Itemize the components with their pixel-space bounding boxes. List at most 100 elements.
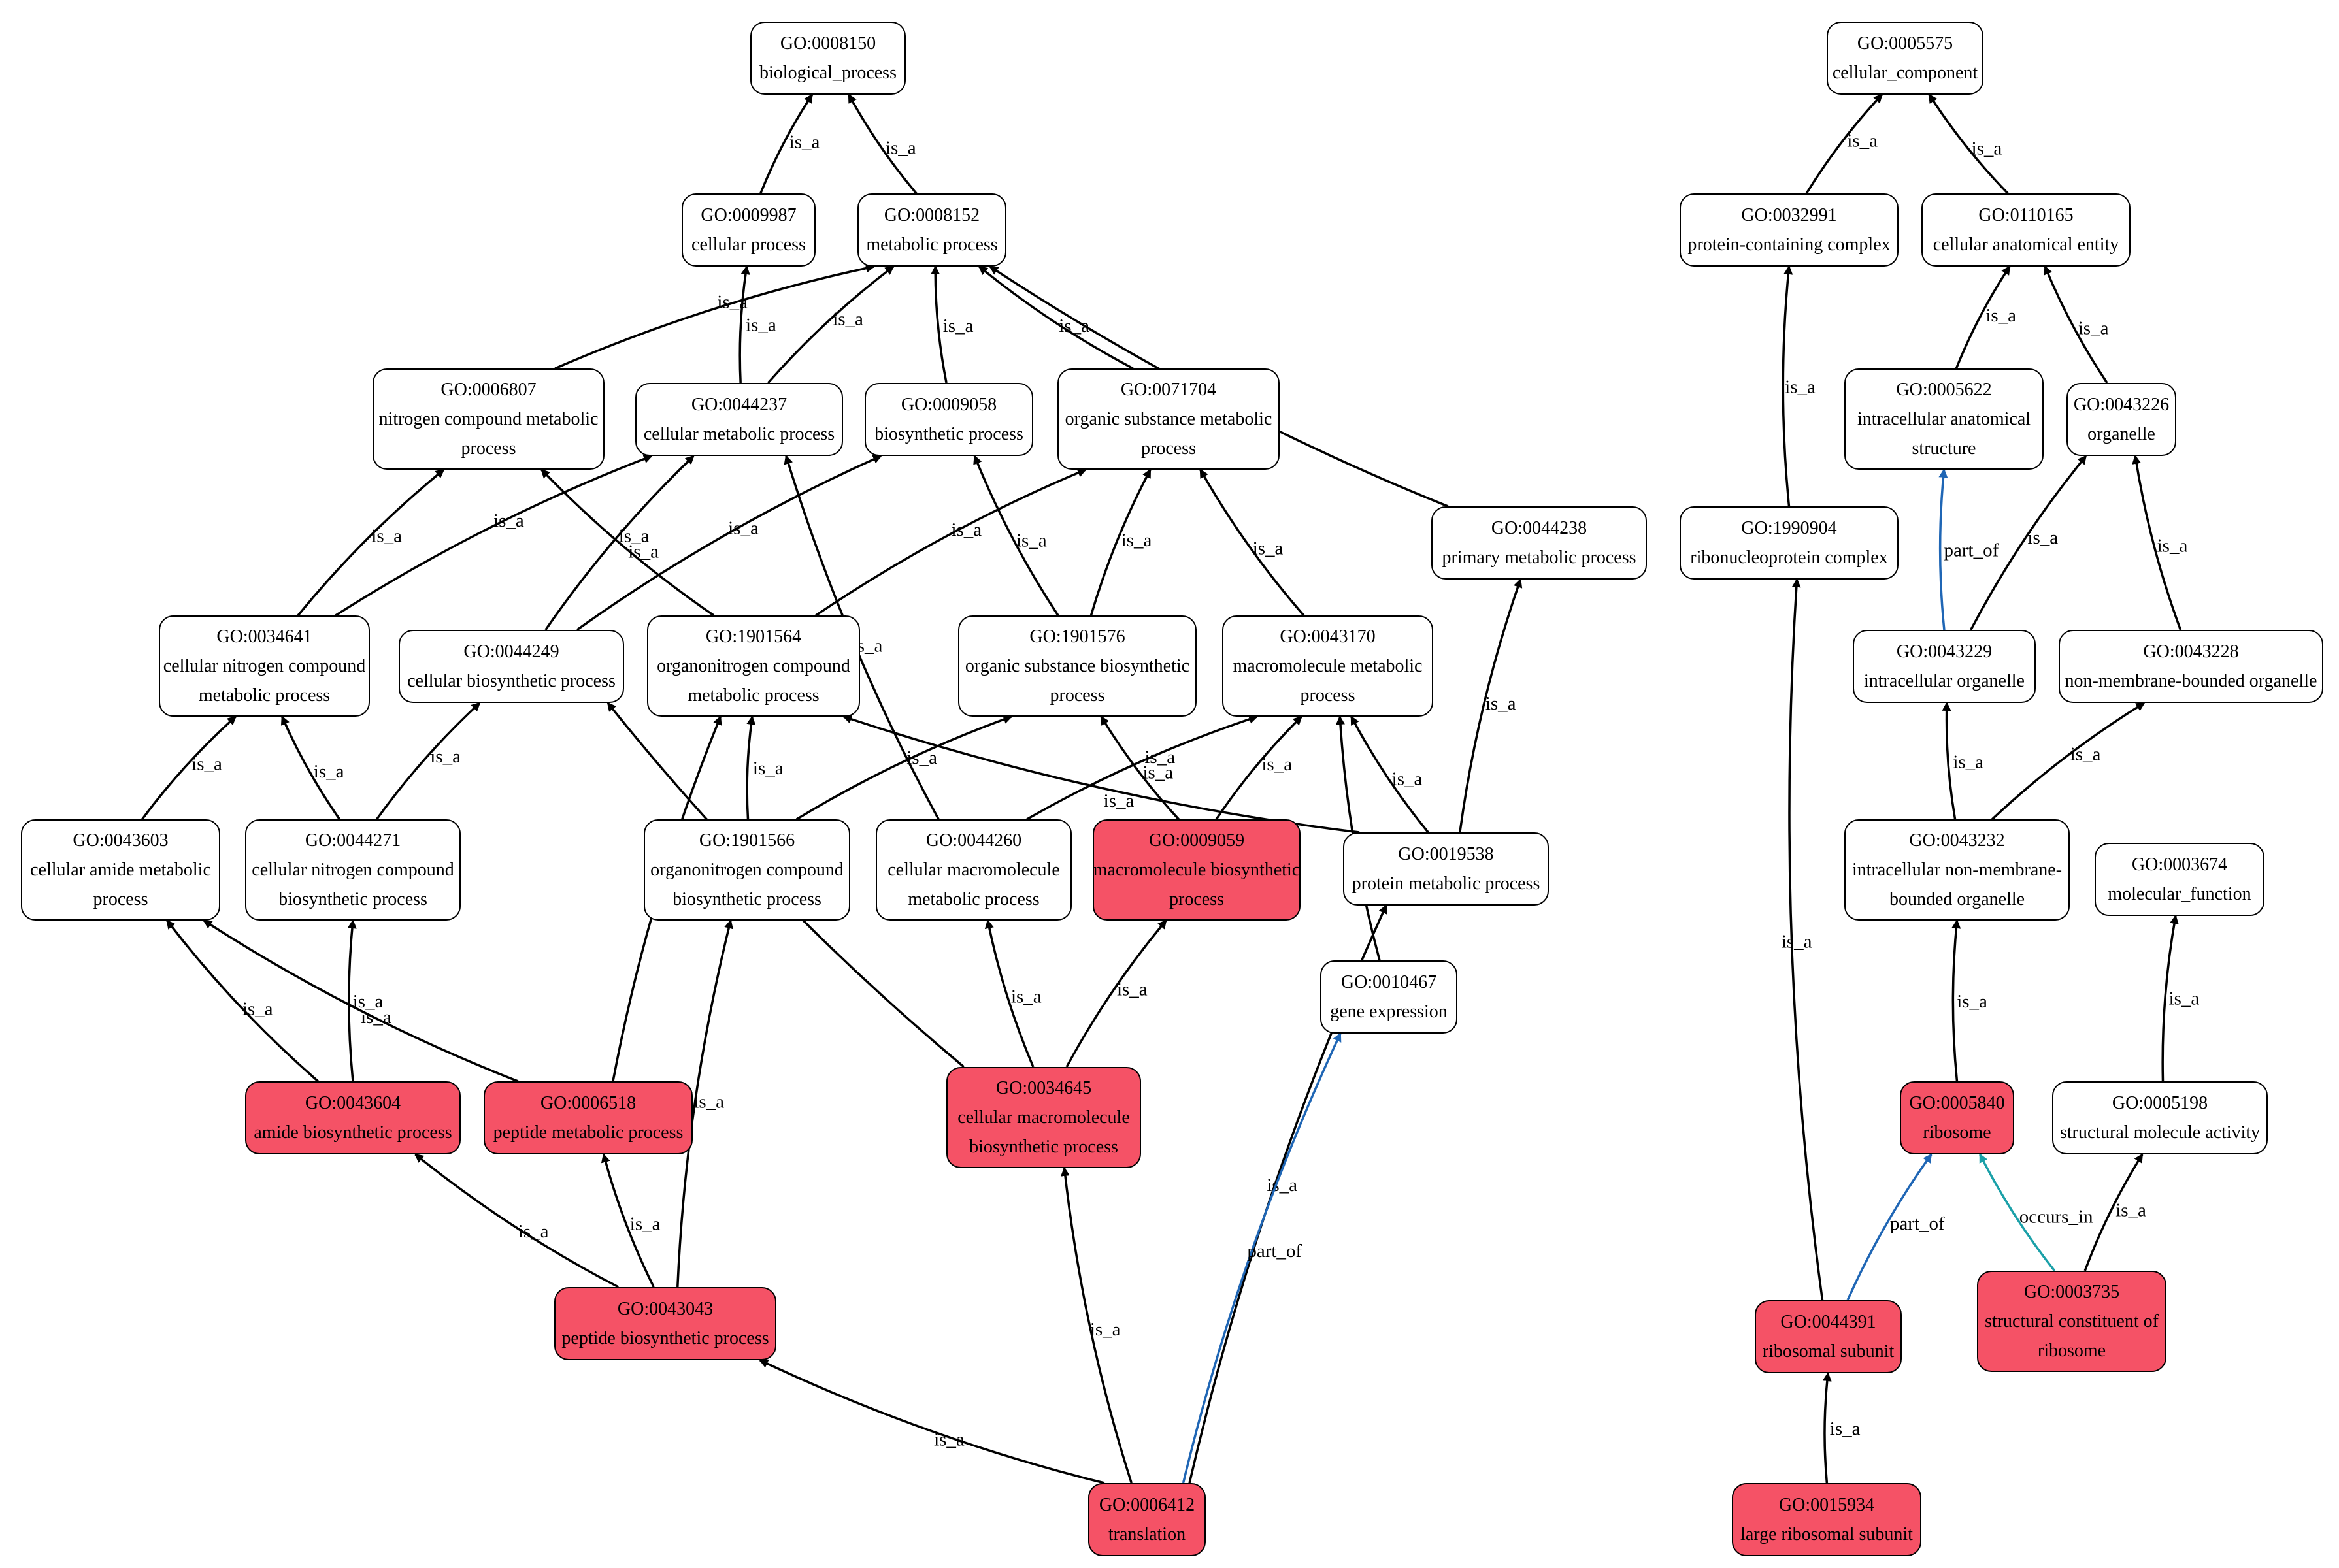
edge-is-a <box>335 454 653 617</box>
go-id: GO:1901566 <box>699 830 795 851</box>
edge-is-a <box>1065 919 1167 1068</box>
go-id: GO:0009058 <box>901 395 997 415</box>
go-node-0009059[interactable]: GO:0009059 macromolecule biosynthetic pr… <box>1093 819 1301 921</box>
edge-is-a <box>984 919 1035 1068</box>
go-term: bounded organelle <box>1889 889 2025 909</box>
edge-is-a <box>1942 702 1957 820</box>
go-term: metabolic process <box>198 685 331 706</box>
edge-is-a <box>347 919 357 1082</box>
go-node-0110165[interactable]: GO:0110165 cellular anatomical entity <box>1921 193 2131 267</box>
go-node-0005840[interactable]: GO:0005840 ribosome <box>1900 1081 2014 1154</box>
go-node-0005198[interactable]: GO:0005198 structural molecule activity <box>2052 1081 2268 1154</box>
go-node-0044271[interactable]: GO:0044271 cellular nitrogen compound bi… <box>245 819 461 921</box>
go-node-0043232[interactable]: GO:0043232 intracellular non-membrane- b… <box>1844 819 2070 921</box>
go-term: translation <box>1108 1524 1186 1544</box>
go-node-0043170[interactable]: GO:0043170 macromolecule metabolic proce… <box>1222 615 1433 717</box>
go-term: structural molecule activity <box>2059 1122 2261 1143</box>
edge-label: is_a <box>1485 693 1516 714</box>
edge-label: is_a <box>2078 318 2109 339</box>
go-node-0006412[interactable]: GO:0006412 translation <box>1088 1483 1206 1556</box>
go-term: primary metabolic process <box>1442 547 1636 568</box>
go-term: process <box>461 438 516 459</box>
go-node-0006807[interactable]: GO:0006807 nitrogen compound metabolic p… <box>373 368 605 470</box>
go-term: organic substance metabolic <box>1065 409 1272 429</box>
go-node-0043604[interactable]: GO:0043604 amide biosynthetic process <box>245 1081 461 1154</box>
edge-is-a <box>1459 578 1523 833</box>
go-term: organonitrogen compound <box>650 860 844 880</box>
go-node-0044249[interactable]: GO:0044249 cellular biosynthetic process <box>399 630 624 703</box>
go-node-0008152[interactable]: GO:0008152 metabolic process <box>857 193 1006 267</box>
edge-label: is_a <box>833 308 863 329</box>
go-node-0008150[interactable]: GO:0008150 biological_process <box>750 22 906 95</box>
edge-is-a <box>746 715 756 820</box>
go-node-0044391[interactable]: GO:0044391 ribosomal subunit <box>1755 1300 1902 1373</box>
go-term: peptide biosynthetic process <box>561 1328 769 1348</box>
go-term: large ribosomal subunit <box>1740 1524 1913 1544</box>
go-term: gene expression <box>1330 1002 1448 1022</box>
go-node-0034641[interactable]: GO:0034641 cellular nitrogen compound me… <box>159 615 370 717</box>
go-id: GO:0009987 <box>701 205 797 225</box>
go-node-1901576[interactable]: GO:1901576 organic substance biosyntheti… <box>958 615 1197 717</box>
edge-label: part_of <box>1247 1241 1302 1262</box>
go-node-0019538[interactable]: GO:0019538 protein metabolic process <box>1343 832 1549 906</box>
go-node-0005575[interactable]: GO:0005575 cellular_component <box>1827 22 1983 95</box>
edge-label: is_a <box>934 1429 965 1450</box>
go-node-0044238[interactable]: GO:0044238 primary metabolic process <box>1431 506 1647 580</box>
edge-is-a <box>738 265 750 384</box>
go-node-1990904[interactable]: GO:1990904 ribonucleoprotein complex <box>1680 506 1899 580</box>
edge-label: part_of <box>1944 540 1999 561</box>
edge-label: is_a <box>1261 754 1292 775</box>
edge-is-a <box>1199 468 1305 617</box>
go-term: ribosomal subunit <box>1762 1341 1895 1362</box>
edge-is-a <box>203 919 519 1083</box>
go-node-0009987[interactable]: GO:0009987 cellular process <box>682 193 816 267</box>
go-node-0032991[interactable]: GO:0032991 protein-containing complex <box>1680 193 1899 267</box>
go-node-0043043[interactable]: GO:0043043 peptide biosynthetic process <box>554 1287 776 1360</box>
go-id: GO:0043228 <box>2143 642 2239 662</box>
go-node-0043226[interactable]: GO:0043226 organelle <box>2066 383 2176 456</box>
go-term: biosynthetic process <box>672 889 821 909</box>
go-id: GO:0005575 <box>1857 33 1953 54</box>
go-node-0043229[interactable]: GO:0043229 intracellular organelle <box>1853 630 2036 703</box>
edge-is-a <box>1100 715 1180 821</box>
edge-label: is_a <box>1785 377 1816 398</box>
go-node-0003674[interactable]: GO:0003674 molecular_function <box>2095 843 2264 916</box>
go-node-0044237[interactable]: GO:0044237 cellular metabolic process <box>635 383 843 456</box>
go-term: cellular biosynthetic process <box>407 671 616 691</box>
go-node-0003735[interactable]: GO:0003735 structural constituent of rib… <box>1977 1271 2166 1372</box>
edge-is-a <box>815 468 1087 617</box>
go-term: biosynthetic process <box>874 424 1023 444</box>
go-node-0006518[interactable]: GO:0006518 peptide metabolic process <box>484 1081 693 1154</box>
go-node-0043228[interactable]: GO:0043228 non-membrane-bounded organell… <box>2059 630 2323 703</box>
go-node-1901566[interactable]: GO:1901566 organonitrogen compound biosy… <box>644 819 850 921</box>
edge-is-a <box>1089 468 1152 616</box>
go-node-0015934[interactable]: GO:0015934 large ribosomal subunit <box>1732 1483 1921 1556</box>
go-node-0043603[interactable]: GO:0043603 cellular amide metabolic proc… <box>21 819 220 921</box>
go-id: GO:0043226 <box>2073 395 2170 415</box>
go-node-0005622[interactable]: GO:0005622 intracellular anatomical stru… <box>1844 368 2044 470</box>
edge-label: is_a <box>2169 988 2200 1009</box>
go-term: cellular anatomical entity <box>1933 235 2119 255</box>
go-term: metabolic process <box>908 889 1040 909</box>
go-id: GO:0034641 <box>216 627 312 647</box>
go-id: GO:0044271 <box>305 830 401 851</box>
go-node-1901564[interactable]: GO:1901564 organonitrogen compound metab… <box>647 615 860 717</box>
go-node-0009058[interactable]: GO:0009058 biosynthetic process <box>865 383 1033 456</box>
edge-is-a <box>931 265 948 384</box>
edge-is-a <box>2083 1153 2144 1271</box>
edge-is-a <box>1782 265 1793 507</box>
go-node-0010467[interactable]: GO:0010467 gene expression <box>1320 960 1457 1034</box>
go-node-0044260[interactable]: GO:0044260 cellular macromolecule metabo… <box>876 819 1072 921</box>
edge-label: is_a <box>1016 530 1047 551</box>
go-term: organelle <box>2087 424 2155 444</box>
go-id: GO:0015934 <box>1778 1495 1875 1515</box>
edge-is-a <box>2132 455 2182 630</box>
edge-occurs-in <box>1979 1153 2056 1272</box>
edge-label: is_a <box>886 138 916 159</box>
go-term: metabolic process <box>688 685 820 706</box>
edge-label: is_a <box>371 525 402 546</box>
go-term: non-membrane-bounded organelle <box>2065 671 2317 691</box>
go-node-0071704[interactable]: GO:0071704 organic substance metabolic p… <box>1057 368 1280 470</box>
edge-label: is_a <box>628 542 659 563</box>
go-node-0034645[interactable]: GO:0034645 cellular macromolecule biosyn… <box>946 1067 1141 1168</box>
